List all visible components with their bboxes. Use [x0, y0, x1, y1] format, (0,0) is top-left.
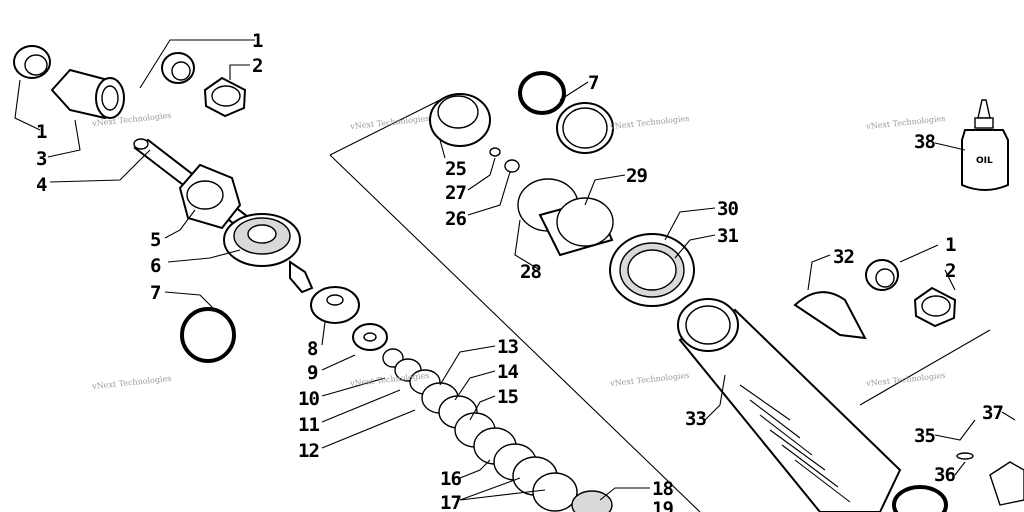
part-7-ring	[556, 102, 614, 154]
part-8-washer	[310, 286, 360, 324]
part-32-bumper-half	[793, 291, 867, 340]
part-5-bumper	[178, 163, 242, 230]
callout-9: 9	[307, 362, 318, 384]
callout-7-top: 7	[588, 72, 599, 94]
part-27-small-oring	[489, 147, 501, 157]
part-26-valve	[504, 159, 520, 173]
part-2-spacer-right	[913, 286, 957, 328]
part-25-cap	[429, 93, 491, 147]
part-9-washer	[352, 323, 388, 351]
part-29-piston	[517, 178, 614, 257]
callout-7-left: 7	[150, 282, 161, 304]
callout-16: 16	[440, 468, 462, 490]
callout-38: 38	[914, 131, 936, 153]
callout-28: 28	[520, 261, 542, 283]
callout-17: 17	[440, 492, 462, 512]
callout-10: 10	[298, 388, 320, 410]
part-7-oring-top	[518, 71, 566, 115]
callout-3: 3	[36, 148, 47, 170]
part-33-shock-body	[677, 298, 902, 512]
part-38-oil-bottle	[961, 99, 1009, 191]
callout-12: 12	[298, 440, 320, 462]
part-37-fitting	[989, 461, 1024, 506]
callout-5: 5	[150, 229, 161, 251]
shim-stack	[382, 348, 613, 512]
callout-18: 18	[652, 478, 674, 500]
callout-31: 31	[717, 225, 739, 247]
callout-2-right: 2	[945, 260, 956, 282]
callout-1-top: 1	[252, 30, 263, 52]
part-1-bushing-left	[13, 45, 51, 79]
callout-8: 8	[307, 338, 318, 360]
part-oring-bottom	[892, 485, 948, 512]
part-30-31-nut	[609, 233, 695, 307]
part-2-spacer-top	[203, 76, 247, 118]
part-3-sleeve	[50, 68, 125, 120]
callout-37: 37	[982, 402, 1004, 424]
callout-2-top: 2	[252, 55, 263, 77]
part-7-oring-left	[180, 307, 236, 363]
callout-26: 26	[445, 208, 467, 230]
part-6-seal-head	[223, 213, 314, 294]
part-36-oring	[956, 452, 974, 460]
frame-line-diagonal	[329, 154, 701, 512]
callout-1-left: 1	[36, 121, 47, 143]
leader-lines	[14, 39, 1016, 501]
callout-33: 33	[685, 408, 707, 430]
part-1-bushing-top	[161, 52, 195, 84]
callout-35: 35	[914, 425, 936, 447]
callout-27: 27	[445, 182, 467, 204]
callout-15: 15	[497, 386, 519, 408]
callout-1-right: 1	[945, 234, 956, 256]
callout-32: 32	[833, 246, 855, 268]
callout-30: 30	[717, 198, 739, 220]
callout-13: 13	[497, 336, 519, 358]
frame-line-right	[859, 329, 991, 406]
callout-25: 25	[445, 158, 467, 180]
callout-29: 29	[626, 165, 648, 187]
callout-14: 14	[497, 361, 519, 383]
callout-4: 4	[36, 174, 47, 196]
part-1-bushing-right	[865, 259, 899, 291]
callout-6: 6	[150, 255, 161, 277]
oil-label: OIL	[976, 156, 993, 166]
frame-line-top	[329, 99, 441, 156]
callout-11: 11	[298, 414, 320, 436]
callout-19: 19	[652, 498, 674, 512]
callout-36: 36	[934, 464, 956, 486]
